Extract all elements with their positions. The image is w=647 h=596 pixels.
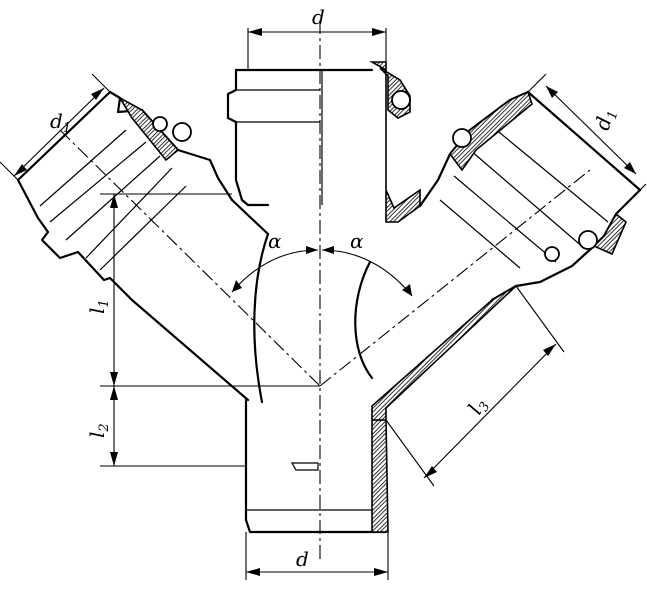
dimension-d1-right [527, 73, 647, 191]
label-l3: l3 [463, 394, 494, 420]
left-branch [16, 90, 270, 402]
main-pipe-wall-lower [371, 419, 389, 533]
label-d-top: d [312, 5, 325, 29]
label-d1-left: d1 [50, 109, 71, 136]
label-l2: l2 [85, 423, 112, 438]
dimension-d-top [247, 28, 387, 70]
label-d-bottom: d [296, 547, 309, 571]
right-branch-wall [371, 285, 517, 421]
right-branch [371, 90, 642, 421]
label-alpha-right: α [350, 229, 364, 253]
label-d1-right: d1 [590, 106, 622, 133]
dimension-l1-l2 [100, 193, 320, 467]
angle-arcs [231, 246, 413, 297]
label-l1: l1 [85, 299, 112, 314]
center-lines [59, 20, 591, 560]
main-pipe-wall-right [368, 61, 421, 223]
dimension-l3 [385, 285, 565, 487]
dimension-d-bottom [245, 532, 389, 580]
label-alpha-left: α [268, 229, 282, 253]
dimension-d1-left [0, 73, 111, 181]
main-pipe-body [226, 68, 387, 534]
top-seal-ring [379, 67, 411, 119]
